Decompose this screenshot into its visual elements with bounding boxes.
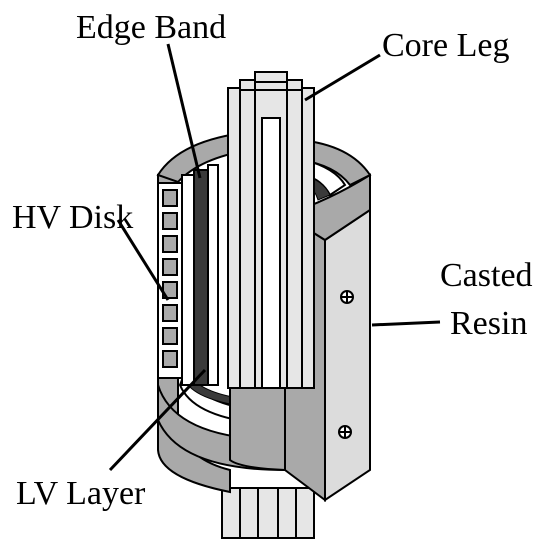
- edge-band-leader: [166, 43, 202, 179]
- leader-lines: [108, 43, 441, 472]
- hv-disk-leader: [116, 219, 170, 301]
- edge-band-label: Edge Band: [76, 9, 227, 46]
- resin-front-cut: [229, 387, 286, 472]
- core-leg-bottom: [221, 487, 315, 539]
- bolt-icon: [340, 290, 354, 304]
- core-leg-leader: [304, 53, 381, 102]
- lv-layer-column: [181, 164, 219, 386]
- lv-layer-leader: [108, 368, 207, 472]
- hv-disk-stack: [157, 182, 183, 379]
- casted-label: Casted: [440, 257, 533, 294]
- core-leg: [227, 71, 315, 389]
- core-leg-label: Core Leg: [382, 27, 510, 64]
- casted-resin-leader: [371, 320, 441, 327]
- hv-disk-label: HV Disk: [12, 199, 134, 236]
- bolt-icon: [338, 425, 352, 439]
- lv-layer-label: LV Layer: [16, 475, 146, 512]
- resin-label: Resin: [450, 305, 528, 342]
